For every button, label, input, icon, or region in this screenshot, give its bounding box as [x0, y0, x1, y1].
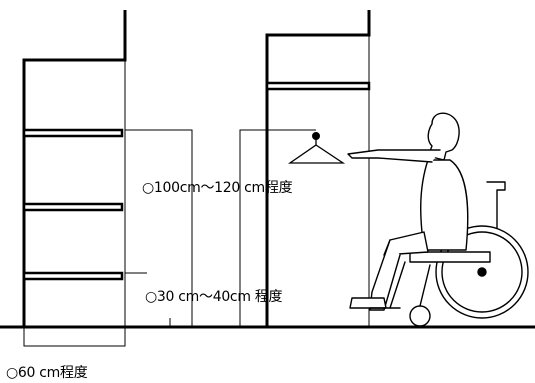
person-foot: [349, 297, 387, 309]
wheelchair-hub: [477, 267, 487, 277]
dimension-lines: [23, 129, 316, 347]
left-shelf-unit: [22, 10, 127, 327]
hanger-rod: [312, 132, 320, 140]
caster-fork: [419, 264, 431, 307]
right-unit-outline: [265, 10, 371, 327]
dim-reach-left: [125, 129, 193, 327]
left-unit-outline: [22, 10, 127, 327]
dim-reach-right: [239, 129, 316, 327]
left-shelf-1: [22, 128, 124, 138]
person-head: [427, 112, 460, 161]
low-height-label: ○30 cm～40cm 程度: [145, 289, 283, 305]
hanger-icon: [287, 139, 346, 164]
person-arm: [347, 149, 441, 163]
right-wardrobe-unit: [265, 10, 371, 327]
left-shelf-3: [22, 271, 124, 281]
dim-depth: [23, 327, 126, 347]
wheelchair-user: [347, 112, 529, 327]
wheelchair-caster: [409, 305, 431, 327]
reach-height-label: ○100cm～120 cm程度: [142, 180, 293, 196]
wheelchair-leg-frame: [389, 261, 406, 309]
left-shelf-2: [22, 202, 124, 212]
right-top-shelf: [265, 81, 371, 91]
depth-label: ○60 cm程度: [6, 365, 88, 381]
person-leg: [369, 239, 401, 311]
wheelchair-seat: [409, 251, 491, 263]
person-torso: [420, 159, 469, 251]
